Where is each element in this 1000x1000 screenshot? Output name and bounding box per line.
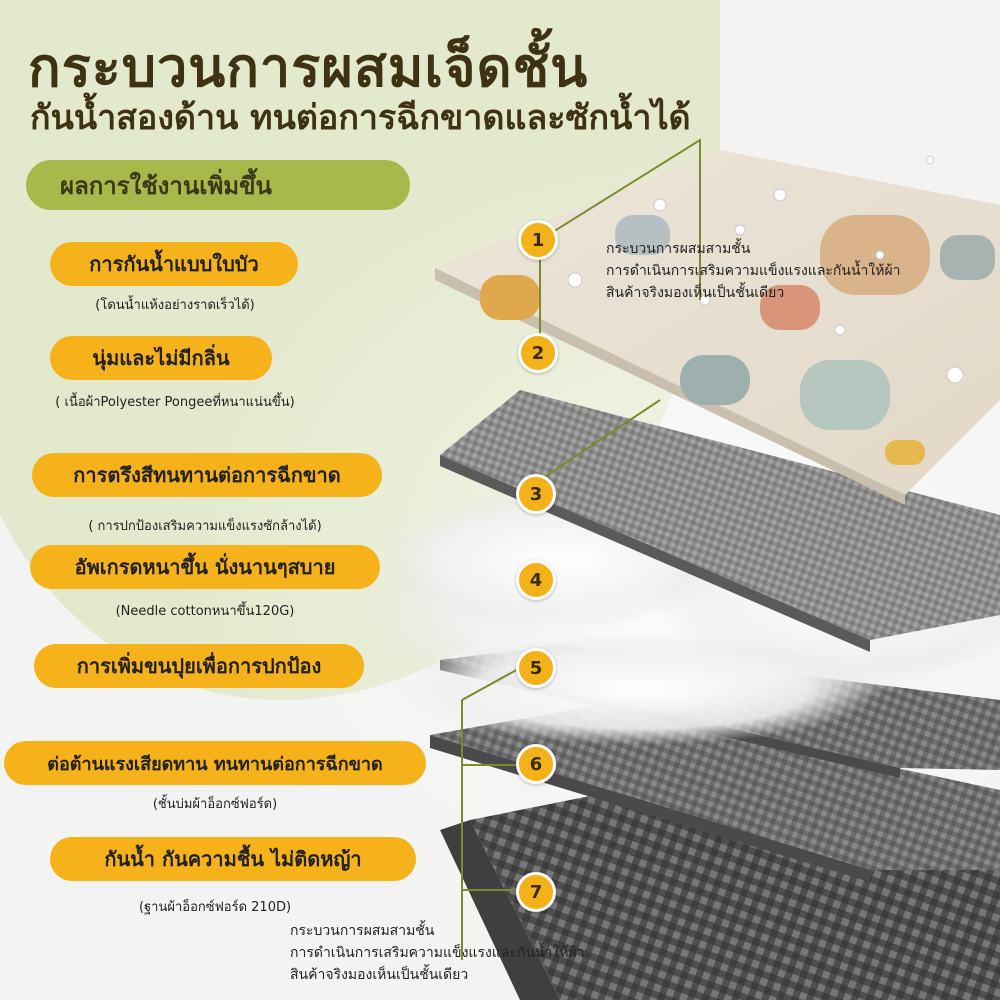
- feature-4-pill: อัพเกรดหนาขึ้น นั่งนานๆสบาย: [30, 545, 380, 589]
- top-description-line3: สินค้าจริงมองเห็นเป็นชั้นเดียว: [606, 285, 785, 301]
- feature-7-pill: กันน้ำ กันความชื้น ไม่ติดหญ้า: [50, 837, 416, 881]
- bottom-description: กระบวนการผสมสามชั้น การดำเนินการเสริมควา…: [290, 920, 585, 986]
- feature-3-pill: การตรึงสีทนทานต่อการฉีกขาด: [32, 453, 382, 497]
- feature-6-note: (ชั้นบ่มผ้าอ็อกซ์ฟอร์ด): [152, 797, 278, 812]
- layer-number-4: 4: [516, 560, 556, 600]
- feature-7-note: (ฐานผ้าอ็อกซ์ฟอร์ด 210D): [138, 900, 292, 915]
- feature-6-pill: ต่อต้านแรงเสียดทาน ทนทานต่อการฉีกขาด: [4, 741, 426, 785]
- top-description-line1: กระบวนการผสมสามชั้น: [606, 241, 751, 257]
- layer-number-5: 5: [516, 648, 556, 688]
- feature-2-note: ( เนื้อผ้าPolyester Pongeeที่หนาแน่นขึ้น…: [55, 395, 295, 410]
- bottom-description-line2: การดำเนินการเสริมความแข็งแรงและกันน้ำให้…: [290, 945, 585, 961]
- section-label: ผลการใช้งานเพิ่มขึ้น: [26, 160, 410, 210]
- page-title: กระบวนการผสมเจ็ดชั้น: [28, 36, 589, 99]
- layer-number-2: 2: [518, 333, 558, 373]
- layer-number-3: 3: [516, 474, 556, 514]
- top-description-line2: การดำเนินการเสริมความแข็งแรงและกันน้ำให้…: [606, 263, 901, 279]
- top-description: กระบวนการผสมสามชั้น การดำเนินการเสริมควา…: [606, 238, 901, 304]
- layer-number-1: 1: [518, 220, 558, 260]
- page-subtitle: กันน้ำสองด้าน ทนต่อการฉีกขาดและซักน้ำได้: [30, 98, 691, 138]
- bottom-description-line1: กระบวนการผสมสามชั้น: [290, 923, 435, 939]
- leader-lines: [461, 138, 701, 960]
- feature-1-pill: การกันน้ำแบบใบบัว: [50, 242, 298, 286]
- feature-1-note: (โดนน้ำแห้งอย่างราดเร็วได้): [95, 298, 255, 313]
- feature-3-note: ( การปกป้องเสริมความแข็งแรงซักล้างได้): [88, 519, 322, 534]
- feature-2-pill: นุ่มและไม่มีกลิ่น: [50, 336, 272, 380]
- feature-5-pill: การเพิ่มขนปุยเพื่อการปกป้อง: [34, 644, 364, 688]
- layer-1-printed-top: [435, 150, 1000, 505]
- bottom-description-line3: สินค้าจริงมองเห็นเป็นชั้นเดียว: [290, 967, 469, 983]
- feature-4-note: (Needle cottonหนาขึ้น120G): [115, 604, 295, 619]
- layer-number-6: 6: [516, 744, 556, 784]
- layer-number-7: 7: [516, 872, 556, 912]
